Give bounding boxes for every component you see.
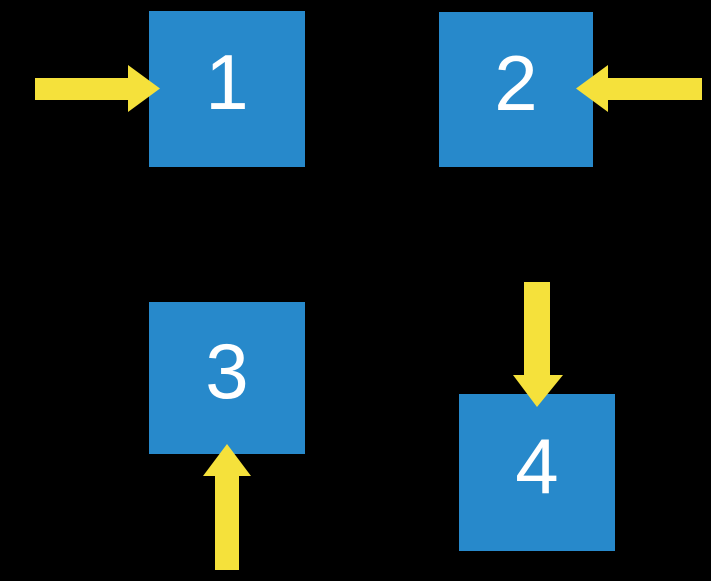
box-3-label: 3	[205, 327, 249, 415]
box-4-label: 4	[515, 421, 559, 510]
arrow-into-box-3	[203, 444, 251, 570]
arrow-into-box-2	[576, 65, 702, 112]
box-2-label: 2	[494, 38, 538, 127]
arrow-into-box-4	[513, 282, 563, 407]
box-2: 2	[439, 12, 593, 167]
box-1: 1	[149, 11, 305, 167]
box-4: 4	[459, 394, 615, 551]
box-1-label: 1	[205, 38, 249, 126]
arrow-into-box-1	[35, 65, 160, 112]
box-3: 3	[149, 302, 305, 454]
